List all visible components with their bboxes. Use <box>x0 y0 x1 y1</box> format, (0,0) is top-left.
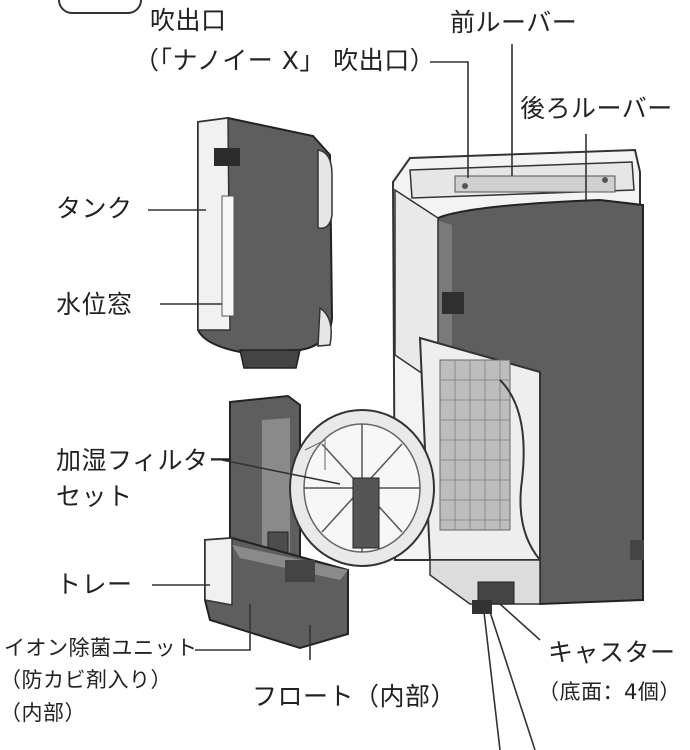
ion-unit-label-line2: （防カビ剤入り） <box>0 670 172 691</box>
caster-label-line1: キャスター <box>548 640 676 665</box>
tray-label: トレー <box>56 572 133 597</box>
tank-label: タンク <box>56 196 133 221</box>
filter-wheel <box>290 410 434 566</box>
tank-part <box>198 118 332 368</box>
caster-label-line2: （底面：4個） <box>538 682 681 703</box>
filter-label-line2: セット <box>56 484 133 509</box>
main-unit <box>393 150 644 614</box>
outlet-label: 吹出口 <box>150 8 227 33</box>
float-label: フロート（内部） <box>252 684 456 709</box>
nanoe-outlet-label: （「ナノイー X」 吹出口） <box>134 48 435 73</box>
filter-label-line1: 加湿フィルター <box>56 448 234 473</box>
rear-louver-label: 後ろルーバー <box>520 96 673 121</box>
water-window-label: 水位窓 <box>56 292 133 317</box>
ion-unit-label-line1: イオン除菌ユニット <box>4 638 198 659</box>
front-louver-label: 前ルーバー <box>450 10 577 35</box>
ion-unit-label-line3: （内部） <box>0 703 86 724</box>
